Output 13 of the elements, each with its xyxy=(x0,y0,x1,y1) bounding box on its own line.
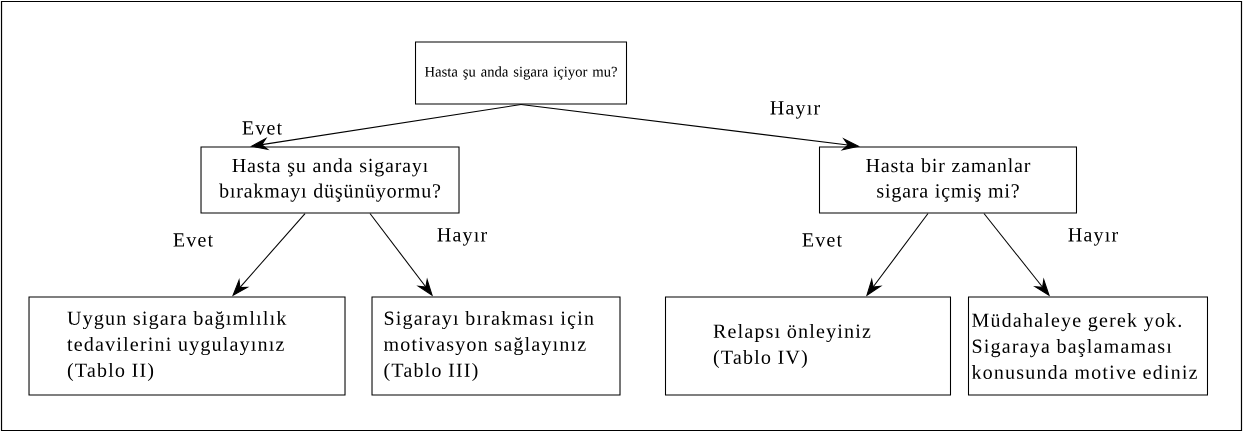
action-box: Müdahaleye gerek yok. Sigaraya başlamaması konusunda motive ediniz xyxy=(967,296,1209,396)
edge-label: Evet xyxy=(240,120,284,136)
edge-label: Evet xyxy=(800,232,844,248)
action-box: Sigarayı bırakması için motivasyon sağlayınız (Tablo III) xyxy=(371,296,621,396)
edge-label: Hayır xyxy=(435,226,489,248)
action-box: Uygun sigara bağımlılık tedavilerini uygulayınız (Tablo II) xyxy=(28,296,346,396)
question-box: Hasta şu anda sigara içiyor mu? xyxy=(414,41,628,105)
edge-label: Hayır xyxy=(1066,226,1120,248)
action-box: Relapsı önleyiniz (Tablo IV) xyxy=(664,296,952,396)
edge-label: Hayır xyxy=(768,99,822,121)
edge-label: Evet xyxy=(171,232,215,248)
question-box: Hasta bir zamanlar sigara içmiş mi? xyxy=(818,146,1078,214)
question-box: Hasta şu anda sigarayı bırakmayı düşünüyormu? xyxy=(200,146,460,214)
